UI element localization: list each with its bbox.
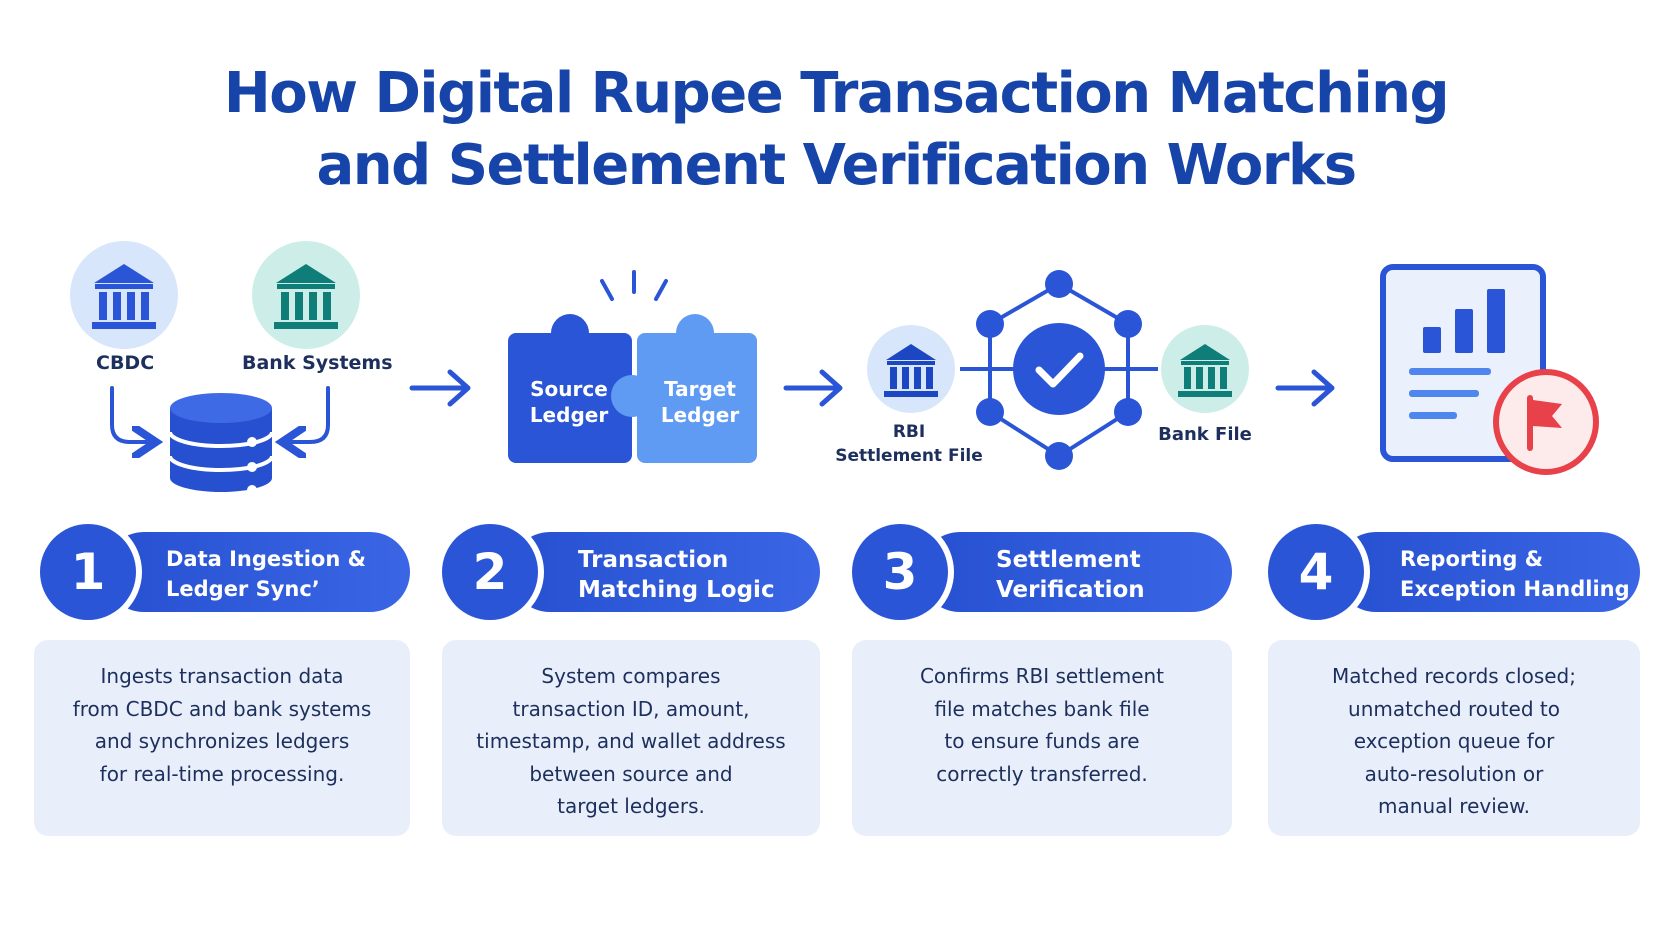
step-2-title: Transaction Matching Logic bbox=[578, 547, 775, 603]
step-4-description: Matched records closed; unmatched routed… bbox=[1332, 664, 1576, 818]
step-3-title: Settlement Verification bbox=[996, 547, 1145, 603]
title-line-1: How Digital Rupee Transaction Matching bbox=[223, 61, 1450, 126]
network-check-icon bbox=[960, 270, 1158, 470]
step-4-badge: 4 bbox=[1268, 524, 1364, 620]
database-icon bbox=[168, 393, 274, 495]
step-1-description: Ingests transaction data from CBDC and b… bbox=[72, 664, 372, 786]
target-ledger-label: Target Ledger bbox=[660, 377, 740, 427]
flag-icon bbox=[1493, 369, 1599, 475]
source-ledger-label: Source Ledger bbox=[529, 377, 609, 427]
cbdc-bank-icon bbox=[70, 241, 178, 349]
step-2-badge: 2 bbox=[442, 524, 538, 620]
arrow-right-icon bbox=[783, 369, 843, 407]
step-1-badge: 1 bbox=[40, 524, 136, 620]
puzzle-icon bbox=[508, 270, 757, 463]
bank-to-db-arrow bbox=[286, 386, 330, 442]
step-2-description: System compares transaction ID, amount, … bbox=[476, 664, 786, 818]
step-2-header bbox=[510, 532, 820, 612]
step-3-header bbox=[920, 532, 1232, 612]
rbi-settlement-file-label: RBI Settlement File bbox=[835, 422, 983, 466]
cbdc-to-db-arrow bbox=[110, 386, 152, 442]
step-4-title: Reporting & Exception Handling bbox=[1400, 547, 1630, 601]
arrow-right-icon bbox=[409, 369, 471, 407]
rbi-bank-icon bbox=[867, 325, 955, 413]
step-4-header bbox=[1336, 532, 1640, 612]
step-4-card: Matched records closed; unmatched routed… bbox=[1268, 640, 1640, 836]
step-1-title: Data Ingestion & Ledger Sync’ bbox=[166, 547, 366, 601]
arrow-right-icon bbox=[1275, 369, 1335, 407]
page-title: How Digital Rupee Transaction Matching a… bbox=[0, 58, 1672, 202]
step-1-card: Ingests transaction data from CBDC and b… bbox=[34, 640, 410, 836]
bank-systems-label: Bank Systems bbox=[242, 352, 393, 374]
bank-file-label: Bank File bbox=[1158, 424, 1252, 445]
title-line-2: and Settlement Verification Works bbox=[316, 133, 1357, 198]
bank-file-bank-icon bbox=[1161, 325, 1249, 413]
step-3-description: Confirms RBI settlement file matches ban… bbox=[919, 664, 1165, 786]
step-2-card: System compares transaction ID, amount, … bbox=[442, 640, 820, 836]
step-3-badge: 3 bbox=[852, 524, 948, 620]
step-1-header bbox=[104, 532, 410, 612]
cbdc-label: CBDC bbox=[96, 352, 155, 374]
step-3-card: Confirms RBI settlement file matches ban… bbox=[852, 640, 1232, 836]
bank-systems-icon bbox=[252, 241, 360, 349]
